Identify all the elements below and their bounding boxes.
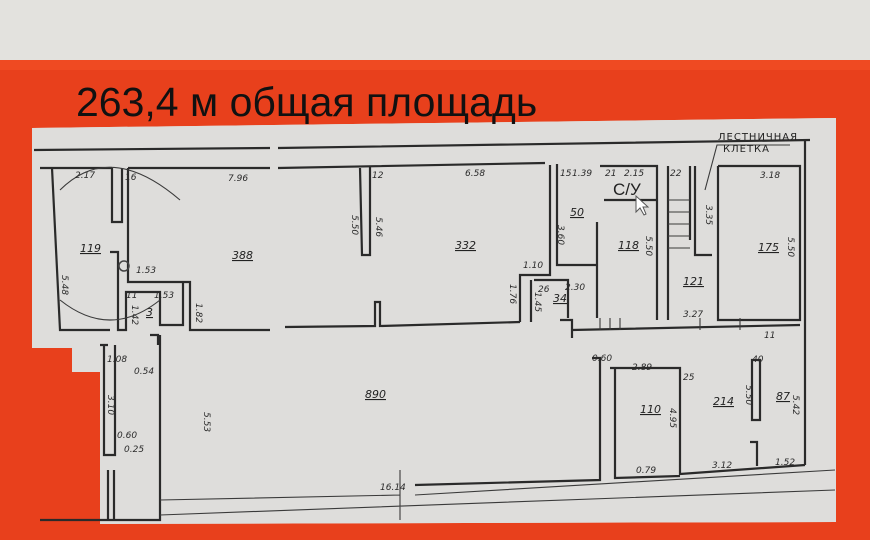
room-number: 16: [125, 173, 137, 183]
dimension: 5.50: [643, 236, 653, 256]
dimension: 2.89: [632, 363, 652, 373]
dimensions: 2.17 7.96 6.58 5.48 5.50 5.46 1.53 1.53 …: [59, 169, 800, 493]
dimension: 5.46: [373, 217, 383, 237]
dimension: 3.60: [555, 225, 565, 245]
dimension: 0.60: [117, 431, 137, 441]
room-area: 332: [455, 239, 476, 252]
dimension: 1.45: [532, 292, 542, 312]
dimension: 2.30: [565, 283, 585, 293]
dimension: 3.10: [105, 395, 115, 415]
room-number: 11: [126, 291, 137, 301]
room-areas: 119 388 332 50 118 175 34 121 3 890 110 …: [80, 206, 790, 416]
dimension: 3.12: [712, 461, 732, 471]
room-area: 87: [776, 390, 790, 403]
dimension: 1.53: [136, 266, 156, 276]
room-area: 175: [758, 241, 779, 254]
room-area: 121: [683, 275, 704, 288]
dimension: 0.54: [134, 367, 154, 377]
dimension: 3.35: [703, 205, 713, 225]
orange-frame: [0, 68, 870, 540]
room-number: 11: [764, 331, 775, 341]
dimension: 3.27: [683, 310, 703, 320]
room-number: 26: [538, 285, 550, 295]
stair-label-line1: ЛЕСТНИЧНАЯ: [718, 132, 798, 143]
room-area: 890: [365, 388, 386, 401]
total-area-title: 263,4 м общая площадь: [76, 79, 537, 125]
dimension: 4.95: [667, 408, 677, 428]
room-number: 22: [670, 169, 682, 179]
dimension: 1.53: [154, 291, 174, 301]
mouse-pointer-icon: [635, 194, 650, 216]
room-numbers: 15 21 22 11 12 16 26 25 40 11: [125, 169, 775, 383]
dimension: 0.60: [592, 354, 612, 364]
dimension: 7.96: [228, 174, 248, 184]
dimension: 5.42: [790, 395, 800, 415]
dimension: 3.18: [760, 171, 780, 181]
dimension: 1.52: [775, 458, 795, 468]
dimension: 1.76: [507, 284, 517, 304]
wc-label: С/У: [613, 180, 641, 199]
room-number: 21: [605, 169, 616, 179]
room-number: 12: [372, 171, 384, 181]
dimension: 1.08: [107, 355, 127, 365]
room-area: 50: [570, 206, 584, 219]
dimension: 2.17: [75, 171, 95, 181]
dimension: 6.58: [465, 169, 485, 179]
frame-top-band: [0, 60, 870, 70]
dimension: 1.42: [129, 305, 139, 325]
dimension: 1.82: [193, 303, 203, 323]
dimension: 5.50: [349, 215, 359, 235]
room-number: 15: [560, 169, 572, 179]
dimension: 5.50: [785, 237, 795, 257]
room-area: 34: [553, 292, 567, 305]
dimension: 1.39: [572, 169, 592, 179]
dimension: 5.53: [201, 412, 211, 432]
dimension: 1.10: [523, 261, 543, 271]
stair-label-line2: КЛЕТКА: [723, 144, 770, 155]
room-area: 3: [146, 306, 153, 319]
dimension: 0.79: [636, 466, 656, 476]
dimension: 2.15: [624, 169, 644, 179]
room-area: 119: [80, 242, 101, 255]
paper: [32, 118, 836, 524]
room-number: 40: [752, 355, 764, 365]
dimension: 16.14: [380, 483, 406, 493]
room-number: 25: [683, 373, 695, 383]
room-area: 110: [640, 403, 661, 416]
dimension: 5.48: [59, 275, 69, 295]
dimension: 0.25: [124, 445, 144, 455]
room-area: 214: [713, 395, 734, 408]
room-area: 118: [618, 239, 639, 252]
dimension: 5.50: [743, 385, 753, 405]
walls: [33, 138, 836, 522]
room-area: 388: [232, 249, 253, 262]
